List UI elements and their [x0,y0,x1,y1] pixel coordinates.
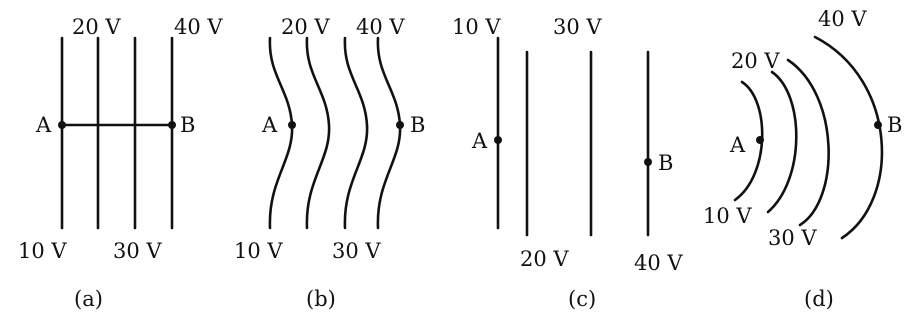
panel-d-label-10v: 10 V [703,204,752,228]
panel-c-label-40v: 40 V [634,251,683,275]
panel-b-label-10v: 10 V [234,239,283,263]
panel-d-point-a-label: A [729,133,746,157]
panel-c-label-30v: 30 V [553,15,602,39]
panel-b-caption: (b) [306,287,336,311]
panel-a-caption: (a) [74,287,103,311]
panel-d-label-20v: 20 V [731,49,780,73]
panel-c-point-b-label: B [658,151,673,175]
panel-c: 10 V 30 V 20 V 40 V A B (c) [452,15,683,311]
panel-a-label-40v: 40 V [174,15,223,39]
panel-a-point-b-label: B [180,113,195,137]
panel-d: 40 V 20 V 10 V 30 V A B (d) [703,7,902,311]
panel-b-line-40v [376,36,402,230]
panel-c-caption: (c) [568,287,596,311]
panel-d-caption: (d) [804,287,834,311]
panel-b-line-20v [305,36,331,230]
panel-d-arc-30v [786,58,830,227]
panel-a-point-a-label: A [35,113,52,137]
panel-d-arc-40v [813,35,884,240]
panel-b-label-20v: 20 V [281,15,330,39]
panel-a-label-20v: 20 V [72,15,121,39]
panel-b-point-a-label: A [261,113,278,137]
panel-c-point-a [494,136,502,144]
panel-b: 20 V 40 V 10 V 30 V A B (b) [234,15,425,311]
panel-b-point-a [288,121,296,129]
panel-d-point-b [874,121,882,129]
panel-b-point-b-label: B [410,113,425,137]
panel-c-label-20v: 20 V [520,247,569,271]
panel-d-arc-20v [766,70,798,214]
panel-c-point-b [644,158,652,166]
panel-c-point-a-label: A [471,129,488,153]
panel-b-line-30v [343,36,369,230]
panel-d-point-b-label: B [887,113,902,137]
panel-b-label-40v: 40 V [356,15,405,39]
panel-a: 20 V 40 V 10 V 30 V A B (a) [18,15,223,311]
panel-d-point-a [756,136,764,144]
panel-d-label-30v: 30 V [768,226,817,250]
panel-c-label-10v: 10 V [452,15,501,39]
panel-a-label-10v: 10 V [18,239,67,263]
panel-b-point-b [396,121,404,129]
panel-b-label-30v: 30 V [332,239,381,263]
panel-a-point-a [58,121,66,129]
panel-a-point-b [168,121,176,129]
panel-a-label-30v: 30 V [113,239,162,263]
panel-d-label-40v: 40 V [818,7,867,31]
